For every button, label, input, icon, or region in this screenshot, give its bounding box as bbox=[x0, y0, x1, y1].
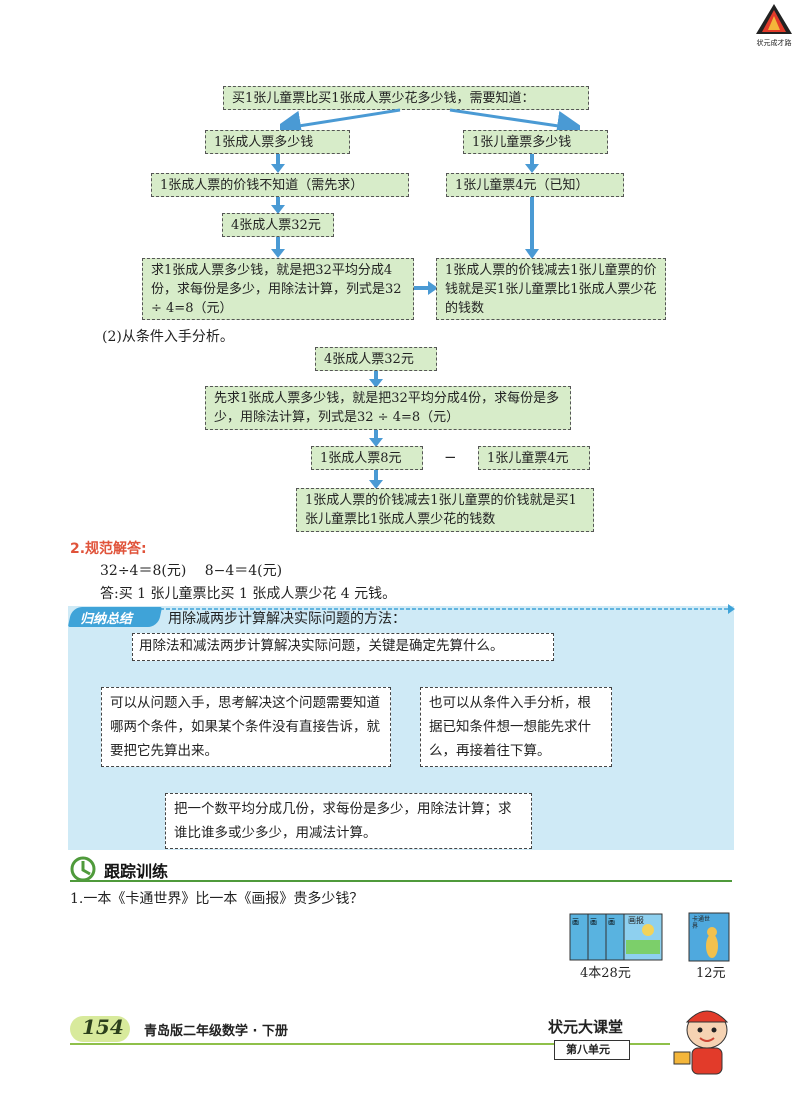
footer-unit-box bbox=[554, 1040, 630, 1060]
book-label: 画 bbox=[590, 918, 597, 926]
flow1-arrow-down-long bbox=[525, 197, 539, 259]
summary-box3: 也可以从条件入手分析，根据已知条件想一想能先求什么，再接着往下算。 bbox=[420, 687, 612, 767]
flow1-left2-box: 1张成人票的价钱不知道（需先求） bbox=[151, 173, 409, 197]
picture-cartoon-book: 卡通世界 bbox=[688, 912, 730, 962]
book-label: 画 bbox=[572, 918, 579, 926]
flow1-arrow-down-3 bbox=[271, 197, 285, 214]
flow2-arrow-3 bbox=[369, 470, 383, 489]
book-label: 画 bbox=[608, 918, 615, 926]
footer-page-number: 154 bbox=[82, 1015, 124, 1039]
training-heading-rule bbox=[70, 880, 732, 882]
flow2-b1-box: 4张成人票32元 bbox=[315, 347, 437, 371]
flow1-right1-box: 1张儿童票多少钱 bbox=[463, 130, 608, 154]
flow2-b3b-box: 1张儿童票4元 bbox=[478, 446, 590, 470]
footer-book-title: 青岛版二年级数学 · 下册 bbox=[144, 1024, 288, 1039]
question-1: 1.一本《卡通世界》比一本《画报》贵多少钱？ bbox=[70, 891, 364, 907]
flow1-top-arrows bbox=[280, 108, 580, 134]
book-label-huabao: 画报 bbox=[628, 916, 644, 925]
flow1-left4-box: 求1张成人票多少钱，就是把32平均分成4份，求每份是多少，用除法计算，列式是32… bbox=[142, 258, 414, 320]
mascot-image bbox=[673, 1010, 729, 1075]
summary-box2: 可以从问题入手，思考解决这个问题需要知道哪两个条件，如果某个条件没有直接告诉，就… bbox=[101, 687, 391, 767]
training-heading: 跟踪训练 bbox=[104, 862, 169, 881]
footer-page-badge bbox=[70, 1016, 130, 1042]
flow1-arrow-down-4 bbox=[271, 237, 285, 258]
answer-heading: 2.规范解答: bbox=[70, 541, 147, 557]
answer-line1: 32÷4＝8(元) 8−4＝4(元) bbox=[100, 563, 283, 579]
answer-line2: 答:买 1 张儿童票比买 1 张成人票少花 4 元钱。 bbox=[100, 586, 397, 602]
flow2-minus: − bbox=[444, 448, 457, 466]
summary-box4: 把一个数平均分成几份，求每份是多少，用除法计算；求谁比谁多或少多少，用减法计算。 bbox=[165, 793, 532, 849]
flow1-left3-box: 4张成人票32元 bbox=[222, 213, 334, 237]
cartoon-book-image bbox=[688, 912, 730, 962]
part2-label: (2)从条件入手分析。 bbox=[102, 329, 234, 345]
logo-icon bbox=[756, 4, 792, 34]
flow1-right4-box: 1张成人票的价钱减去1张儿童票的价钱就是买1张儿童票比1张成人票少花的钱数 bbox=[436, 258, 666, 320]
flow1-left1-box: 1张成人票多少钱 bbox=[205, 130, 350, 154]
footer-brand: 状元大课堂 bbox=[548, 1018, 624, 1036]
footer-rule bbox=[70, 1043, 670, 1045]
item1-caption: 4本28元 bbox=[580, 966, 631, 981]
flow2-b3a-box: 1张成人票8元 bbox=[311, 446, 423, 470]
flow2-b4-box: 1张成人票的价钱减去1张儿童票的价钱就是买1张儿童票比1张成人票少花的钱数 bbox=[296, 488, 594, 532]
summary-title: 用除减两步计算解决实际问题的方法： bbox=[168, 611, 406, 627]
footer-unit: 第八单元 bbox=[566, 1043, 610, 1056]
logo-caption: 状元成才路 bbox=[756, 39, 792, 47]
flow2-arrow-1 bbox=[369, 371, 383, 388]
picture-books-group: 画 画 画 画报 bbox=[568, 910, 664, 962]
flow1-arrow-right bbox=[414, 281, 438, 295]
flow2-arrow-2 bbox=[369, 430, 383, 447]
summary-header-line bbox=[148, 604, 735, 614]
item2-caption: 12元 bbox=[696, 966, 726, 981]
flow1-arrow-down-1 bbox=[271, 154, 285, 173]
publisher-logo: 状元成才路 bbox=[752, 2, 796, 47]
flow2-b2-box: 先求1张成人票多少钱，就是把32平均分成4份，求每份是多少，用除法计算，列式是3… bbox=[205, 386, 571, 430]
summary-badge-label: 归纳总结 bbox=[80, 612, 133, 627]
huabao-books-image: 画 画 画 bbox=[569, 913, 663, 961]
flow1-right2-box: 1张儿童票4元（已知） bbox=[446, 173, 624, 197]
flow1-top-box: 买1张儿童票比买1张成人票少花多少钱，需要知道： bbox=[223, 86, 589, 110]
flow1-arrow-down-2 bbox=[525, 154, 539, 173]
book-label-cartoon: 卡通世界 bbox=[692, 916, 711, 930]
summary-box1: 用除法和减法两步计算解决实际问题，关键是确定先算什么。 bbox=[132, 633, 554, 661]
training-icon bbox=[70, 856, 96, 882]
